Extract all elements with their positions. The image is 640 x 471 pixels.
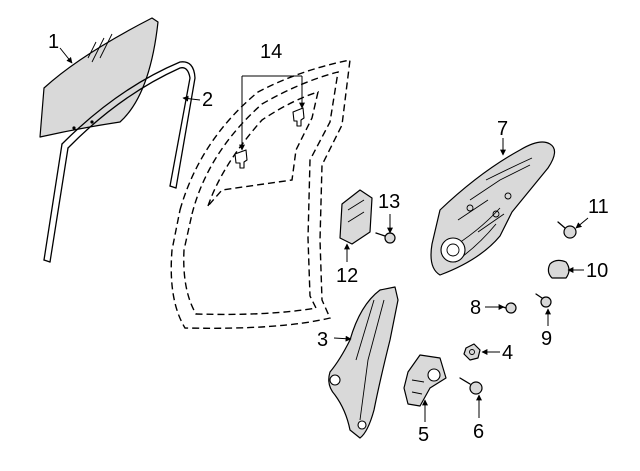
callout-10: 10 — [586, 260, 608, 282]
callout-7: 7 — [497, 118, 508, 140]
bracket-part — [339, 189, 373, 245]
screw-9-part — [535, 293, 552, 308]
glass-clip-parts — [234, 107, 305, 169]
regulator-motor-part — [403, 354, 447, 407]
clip-fastener-11-part — [557, 221, 577, 239]
callout-4: 4 — [502, 342, 513, 364]
nut-part — [463, 343, 481, 361]
callout-14: 14 — [260, 41, 282, 63]
callout-11: 11 — [588, 196, 609, 218]
callout-8: 8 — [470, 297, 481, 319]
callout-5: 5 — [418, 424, 429, 446]
callout-13: 13 — [378, 191, 400, 213]
callout-3: 3 — [317, 329, 328, 351]
door-shell-outline — [170, 59, 351, 329]
glass-run-channel-part — [43, 61, 196, 263]
door-module-panel-part — [430, 141, 556, 276]
callout-1: 1 — [48, 31, 59, 53]
window-regulator-part — [328, 286, 399, 439]
clip-fastener-13-part — [375, 232, 396, 244]
bumper-cap-part — [547, 259, 570, 279]
bolt-8-part — [499, 302, 517, 314]
door-glass-part — [39, 17, 159, 138]
bolt-6-part — [459, 377, 483, 395]
leader-lines — [59, 47, 589, 422]
callout-2: 2 — [202, 89, 213, 111]
callout-9: 9 — [541, 328, 552, 350]
callout-12: 12 — [336, 265, 358, 287]
callout-6: 6 — [473, 421, 484, 443]
